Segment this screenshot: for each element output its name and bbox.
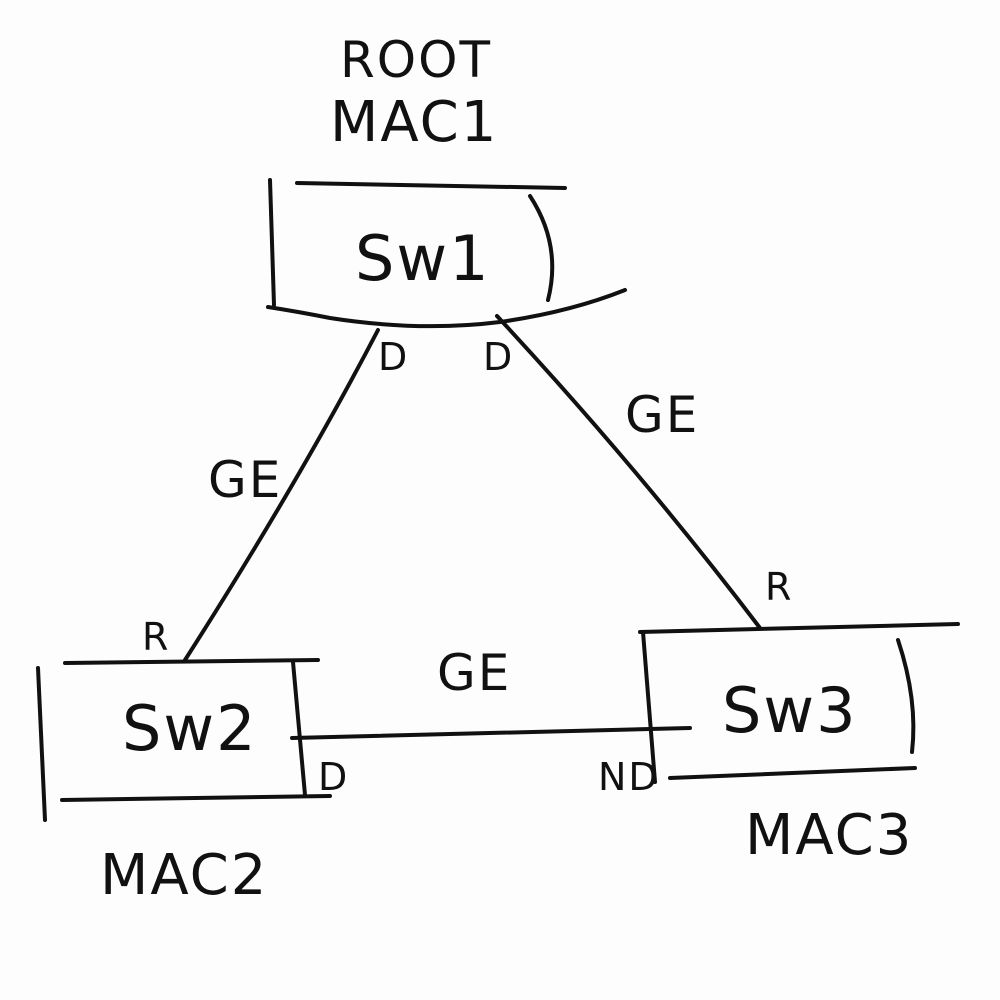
sw2-port-sw3-role: D xyxy=(318,755,350,799)
link-sw1-sw2-type: GE xyxy=(208,451,283,509)
link-sw1-sw3-type: GE xyxy=(625,386,700,444)
sw3-port-sw2-role: ND xyxy=(598,755,660,799)
sw3-mac-label: MAC3 xyxy=(745,803,914,868)
link-sw2-sw3-type: GE xyxy=(437,644,512,702)
sw1-port-sw2-role: D xyxy=(378,335,410,379)
sw3-port-sw1-role: R xyxy=(765,565,794,609)
sw2-name: Sw2 xyxy=(122,692,258,765)
root-mac-label: MAC1 xyxy=(330,90,499,155)
link-sw1-sw2 xyxy=(183,328,380,662)
link-sw2-sw3 xyxy=(290,726,692,740)
sw3-name: Sw3 xyxy=(722,674,858,747)
sw1-box xyxy=(266,178,627,329)
link-sw1-sw3 xyxy=(495,314,762,630)
sw1-port-sw3-role: D xyxy=(483,335,515,379)
sw2-mac-label: MAC2 xyxy=(100,843,269,908)
root-label: ROOT xyxy=(340,31,492,89)
sw2-box xyxy=(36,658,332,822)
sw3-box xyxy=(638,622,960,784)
sw2-port-sw1-role: R xyxy=(142,615,171,659)
sw1-name: Sw1 xyxy=(355,222,491,295)
